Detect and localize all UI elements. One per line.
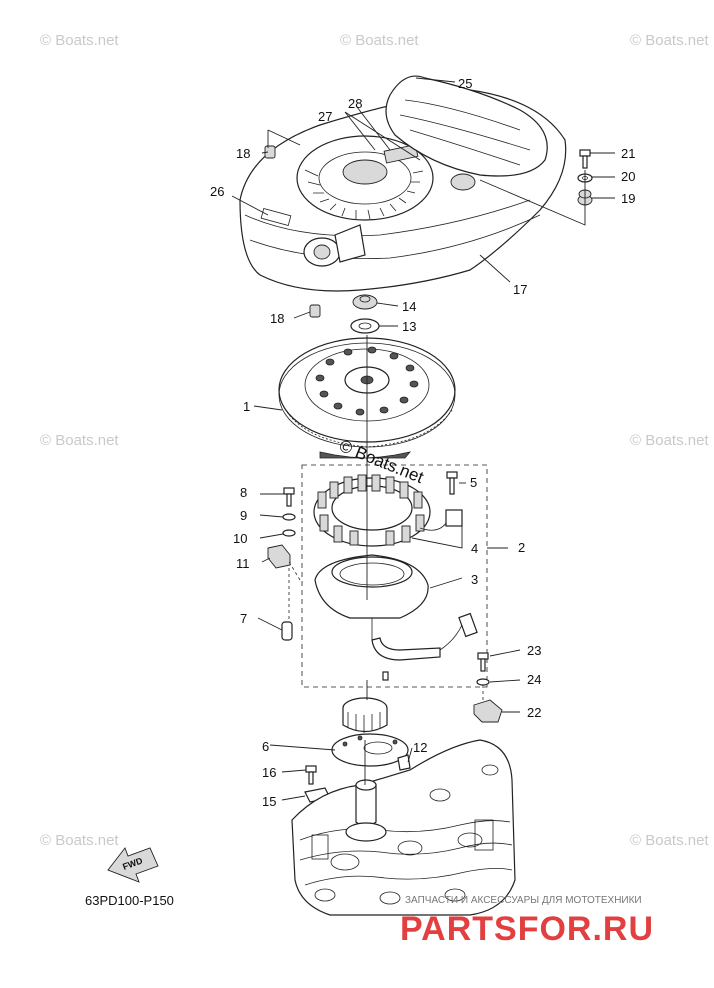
watermark-mid-left: © Boats.net bbox=[40, 432, 119, 449]
callout-24: 24 bbox=[527, 672, 541, 687]
callout-5: 5 bbox=[470, 475, 477, 490]
callout-28: 28 bbox=[348, 96, 362, 111]
bolt-23 bbox=[477, 652, 489, 672]
watermark-top-left: © Boats.net bbox=[40, 32, 119, 49]
fwd-arrow-icon: FWD bbox=[107, 847, 159, 883]
callout-26: 26 bbox=[210, 184, 224, 199]
collar-7 bbox=[281, 621, 293, 641]
bracket-22 bbox=[473, 699, 503, 723]
rotor-gear bbox=[342, 697, 388, 733]
callout-18-bottom: 18 bbox=[270, 311, 284, 326]
callout-3: 3 bbox=[471, 572, 478, 587]
callout-2: 2 bbox=[518, 540, 525, 555]
pin-12 bbox=[397, 754, 411, 771]
clamp-11 bbox=[267, 544, 291, 569]
flywheel-nut-14 bbox=[352, 294, 378, 310]
callouts: 25 28 27 18 21 20 26 19 17 14 18 13 1 5 … bbox=[210, 76, 635, 809]
callout-7: 7 bbox=[240, 611, 247, 626]
callout-4: 4 bbox=[471, 541, 478, 556]
callout-27: 27 bbox=[318, 109, 332, 124]
callout-22: 22 bbox=[527, 705, 541, 720]
stator-base bbox=[314, 554, 478, 681]
callout-19: 19 bbox=[621, 191, 635, 206]
plate-6 bbox=[331, 733, 409, 767]
callout-6: 6 bbox=[262, 739, 269, 754]
callout-15: 15 bbox=[262, 794, 276, 809]
callout-11: 11 bbox=[236, 556, 250, 571]
bolt-16 bbox=[305, 765, 317, 785]
stator-coil bbox=[313, 474, 463, 547]
callout-9: 9 bbox=[240, 508, 247, 523]
grommet-18-top bbox=[264, 145, 276, 159]
stator-bolt-5 bbox=[446, 471, 458, 495]
callout-12: 12 bbox=[413, 740, 427, 755]
callout-18-top: 18 bbox=[236, 146, 250, 161]
callout-23: 23 bbox=[527, 643, 541, 658]
watermark-bottom-right: © Boats.net bbox=[630, 832, 709, 849]
callout-16: 16 bbox=[262, 765, 276, 780]
callout-14: 14 bbox=[402, 299, 416, 314]
grommet-18-bottom bbox=[309, 304, 321, 318]
washer-10 bbox=[282, 529, 296, 537]
watermark-bottom-left: © Boats.net bbox=[40, 832, 119, 849]
callout-8: 8 bbox=[240, 485, 247, 500]
watermark-top-center: © Boats.net bbox=[340, 32, 419, 49]
washer-13 bbox=[350, 318, 380, 334]
callout-20: 20 bbox=[621, 169, 635, 184]
bolt-21 bbox=[579, 149, 591, 169]
callout-25: 25 bbox=[458, 76, 472, 91]
washer-9 bbox=[282, 513, 296, 521]
power-head bbox=[291, 739, 516, 916]
brand-logo: PARTSFOR.RU bbox=[400, 910, 654, 948]
diagram-code: 63PD100-P150 bbox=[85, 893, 174, 908]
leader-lines bbox=[231, 77, 615, 801]
callout-17: 17 bbox=[513, 282, 527, 297]
callout-21: 21 bbox=[621, 146, 635, 161]
bolt-8 bbox=[283, 487, 295, 507]
brand-tagline: ЗАПЧАСТИ И АКСЕССУАРЫ ДЛЯ МОТОТЕХНИКИ bbox=[405, 895, 642, 906]
washer-24 bbox=[476, 678, 490, 686]
callout-10: 10 bbox=[233, 531, 247, 546]
top-cowling bbox=[239, 75, 567, 292]
callout-13: 13 bbox=[402, 319, 416, 334]
watermark-top-right: © Boats.net bbox=[630, 32, 709, 49]
callout-1: 1 bbox=[243, 399, 250, 414]
stator-assembly-box bbox=[301, 464, 488, 688]
watermark-mid-right: © Boats.net bbox=[630, 432, 709, 449]
